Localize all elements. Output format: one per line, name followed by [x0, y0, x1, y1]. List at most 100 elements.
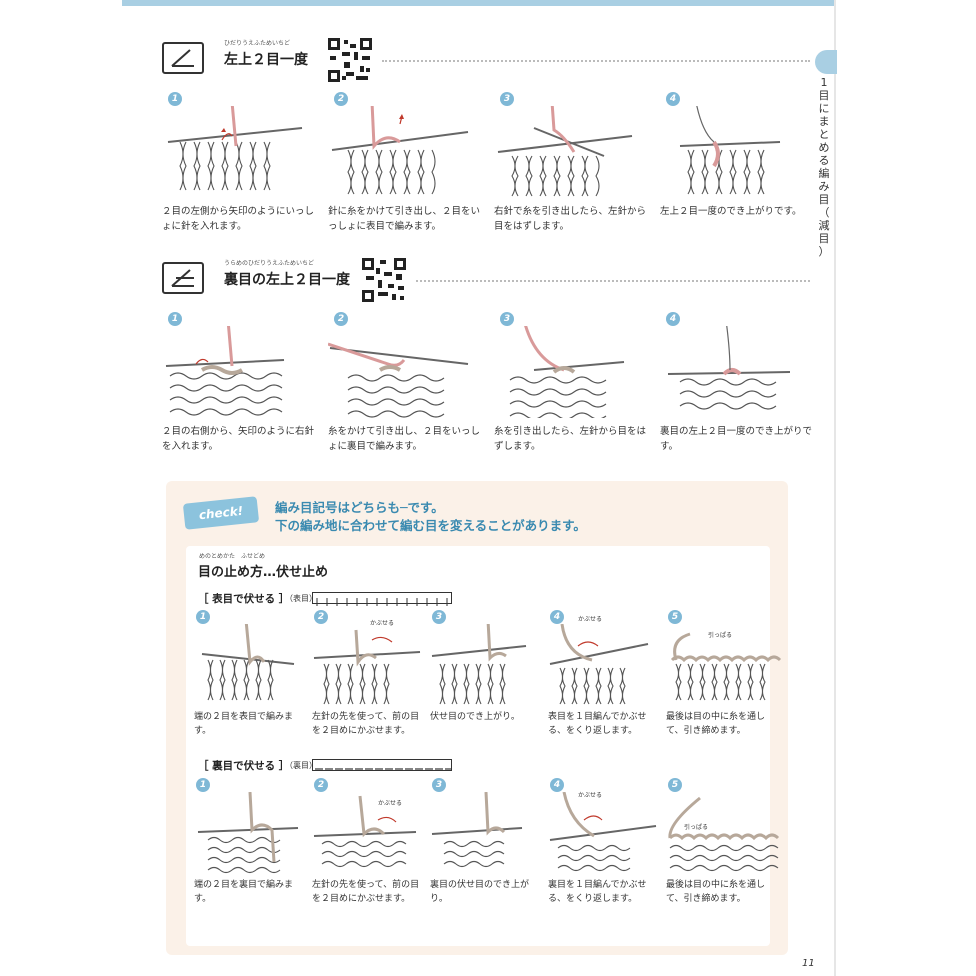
bind-off-illustration [549, 792, 657, 872]
step-number: 2 [334, 312, 348, 326]
section-title: 左上２目一度 [224, 52, 308, 68]
step-caption: 端の２目を表目で編みます。 [194, 712, 294, 736]
step-number: 4 [550, 610, 564, 624]
chapter-title-char: ） [818, 245, 830, 258]
step-2: 2 糸をかけて引き出し、２目をいっしょに裏目で編みます。 [328, 312, 480, 462]
pull-label: 引っぱる [708, 632, 733, 639]
section-header: うらめのひだりうえふためいちど 裏目の左上２目一度 [162, 258, 810, 302]
bind-off-illustration [431, 624, 527, 705]
step-number: 2 [314, 778, 328, 792]
step-number: 5 [668, 610, 682, 624]
step-caption: 左針の先を使って、前の目を２目めにかぶせます。 [312, 880, 420, 904]
purl-bo-step-3: 3 裏目の伏せ目のでき上がり。 [430, 778, 546, 918]
step-number: 4 [666, 92, 680, 106]
step-caption: ２目の右側から、矢印のように右針を入れます。 [162, 426, 315, 452]
cover-label: かぶせる [578, 792, 603, 799]
step-number: 4 [666, 312, 680, 326]
section-title-ruby: ひだりうえふためいちど [224, 40, 291, 47]
bind-off-ruby: めのとめかた ふせどめ [199, 553, 266, 560]
chapter-title-char: め [818, 141, 830, 154]
step-caption: 最後は目の中に糸を通して、引き締めます。 [666, 880, 766, 904]
purl-illustration [165, 326, 285, 416]
knit-bo-step-1: 1 端の２目を表目で編みます。 [194, 610, 310, 750]
page-number: 11 [802, 958, 815, 969]
chapter-title-char: 編 [818, 167, 830, 180]
step-caption: 左針の先を使って、前の目を２目めにかぶせます。 [312, 712, 420, 736]
step-3: 3 糸を引き出したら、左針から目をはずします。 [494, 312, 646, 462]
bind-off-illustration [201, 624, 295, 701]
bind-off-illustration [313, 795, 417, 868]
step-number: 3 [432, 778, 446, 792]
step-caption: ２目の左側から矢印のようにいっしょに針を入れます。 [162, 206, 315, 232]
step-1: 1 ２目の左側から矢印のようにいっしょに針を入れます。 [162, 92, 314, 242]
step-number: 5 [668, 778, 682, 792]
chapter-tab [815, 50, 837, 74]
cover-label: かぶせる [578, 616, 603, 623]
step-caption: 端の２目を裏目で編みます。 [194, 880, 294, 904]
knit-bind-off-heading: ［ 表目で伏せる ］ [198, 593, 290, 605]
step-number: 1 [196, 778, 210, 792]
purl-illustration [328, 342, 469, 418]
step-caption: 裏目の左上２目一度のでき上がりです。 [660, 426, 813, 452]
chapter-title-char: 減 [818, 219, 830, 232]
steps-row: 1 ２目の左側から矢印のようにいっしょに針を入れます。 2 [162, 92, 810, 242]
knit-illustration [679, 106, 781, 195]
step-caption: 糸をかけて引き出し、２目をいっしょに裏目で編みます。 [328, 426, 481, 452]
knit-bo-step-3: 3 伏せ目のでき上がり。 [430, 610, 546, 750]
chapter-title-char: に [818, 102, 830, 115]
bind-off-illustration [431, 792, 523, 868]
top-color-band [122, 0, 834, 6]
cover-label: かぶせる [378, 800, 403, 807]
chapter-title-char: 目 [818, 232, 830, 245]
decrease-symbol-icon [162, 42, 204, 74]
chapter-title-char: と [818, 128, 830, 141]
knit-bind-off-chart [312, 592, 452, 606]
knit-illustration [497, 106, 633, 197]
step-1: 1 ２目の右側から、矢印のように右針を入れます。 [162, 312, 314, 462]
step-caption: 針に糸をかけて引き出し、２目をいっしょに表目で編みます。 [328, 206, 481, 232]
knit-bo-step-5: 5 引っぱる 最後は目の中に糸を通して、引き締めます。 [666, 610, 782, 750]
purl-illustration [667, 326, 791, 410]
purl-chart-note: （裏目） [285, 761, 317, 770]
purl-illustration [509, 326, 625, 418]
bind-off-illustration [313, 629, 421, 705]
page-edge-rule [834, 0, 836, 976]
step-number: 3 [500, 312, 514, 326]
chapter-title-char: 目 [818, 193, 830, 206]
step-number: 3 [432, 610, 446, 624]
chapter-title-char: 目 [818, 89, 830, 102]
knit-bo-step-4: 4 かぶせる 表目を１目編んでかぶせる、をくり返します。 [548, 610, 664, 750]
step-caption: 表目を１目編んでかぶせる、をくり返します。 [548, 712, 647, 736]
section-divider [382, 60, 810, 62]
knit-illustration [331, 106, 469, 195]
step-4: 4 左上２目一度のでき上がりです。 [660, 92, 810, 242]
knit-illustration [167, 106, 303, 191]
purl-bo-step-1: 1 端の２目を裏目で編みます。 [194, 778, 310, 918]
section-title-ruby: うらめのひだりうえふためいちど [224, 260, 315, 267]
purl-bind-off-chart [312, 759, 452, 771]
bind-off-illustration [549, 624, 649, 705]
purl-bind-off-heading: ［ 裏目で伏せる ］ [198, 760, 290, 772]
step-number: 1 [168, 92, 182, 106]
section-title: 裏目の左上２目一度 [224, 272, 350, 288]
steps-row: 1 ２目の右側から、矢印のように右針を入れます。 2 [162, 312, 812, 462]
chapter-title-char: る [818, 154, 830, 167]
section-left-decrease: ひだりうえふためいちど 左上２目一度 1 [162, 38, 810, 232]
section-divider [416, 280, 810, 282]
bind-off-illustration [668, 796, 780, 872]
step-caption: 裏目を１目編んでかぶせる、をくり返します。 [548, 880, 647, 904]
pull-label: 引っぱる [684, 824, 709, 831]
step-number: 2 [334, 92, 348, 106]
step-caption: 最後は目の中に糸を通して、引き締めます。 [666, 712, 766, 736]
step-caption: 裏目の伏せ目のでき上がり。 [430, 880, 530, 904]
check-line-2: 下の編み地に合わせて編む目を変えることがあります。 [275, 518, 586, 533]
purl-bind-off-steps: 1 端の２目を裏目で編みます。 2 かぶせる 左針の先を使って、 [194, 778, 780, 918]
section-purl-left-decrease: うらめのひだりうえふためいちど 裏目の左上２目一度 1 [162, 258, 812, 452]
step-2: 2 針に糸をかけて引き出し、２目をいっしょに表目で編みます。 [328, 92, 480, 242]
step-caption: 糸を引き出したら、左針から目をはずします。 [494, 426, 647, 452]
cover-label: かぶせる [370, 620, 395, 627]
qr-code-icon[interactable] [362, 258, 406, 302]
step-number: 2 [314, 610, 328, 624]
qr-code-icon[interactable] [328, 38, 372, 82]
